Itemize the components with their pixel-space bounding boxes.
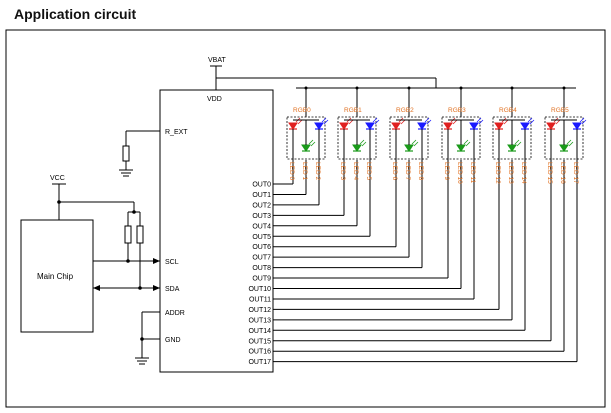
led-channel-label: LED 8 xyxy=(417,162,424,180)
led-channel-label: LED 1 xyxy=(301,162,308,180)
rgb-group-label: RGB1 xyxy=(344,107,362,114)
led-channel-label: LED 13 xyxy=(507,162,514,184)
green-led-icon xyxy=(507,139,522,152)
output-pin-label: OUT10 xyxy=(248,286,271,293)
output-pin-label: OUT0 xyxy=(252,182,271,189)
led-channel-label: LED 9 xyxy=(443,162,450,180)
rgb-led-group: RGB0 xyxy=(286,86,329,160)
rgb-group-label: RGB5 xyxy=(551,107,569,114)
led-channel-label: LED 11 xyxy=(469,162,476,184)
led-channel-label: LED 2 xyxy=(314,162,321,180)
rgb-group-label: RGB4 xyxy=(499,107,517,114)
rgb-group-label: RGB2 xyxy=(396,107,414,114)
output-pin-label: OUT5 xyxy=(252,234,271,241)
main-chip-label: Main Chip xyxy=(37,272,74,281)
output-pin-label: OUT3 xyxy=(252,213,271,220)
blue-led-icon xyxy=(365,117,380,130)
led-channel-label: LED 15 xyxy=(546,162,553,184)
addr-label: ADDR xyxy=(165,310,185,317)
sda-label: SDA xyxy=(165,286,180,293)
led-channel-label: LED 4 xyxy=(352,162,359,180)
rgb-group-label: RGB0 xyxy=(293,107,311,114)
gnd-label: GND xyxy=(165,337,181,344)
page-title: Application circuit xyxy=(14,6,137,22)
led-channel-label: LED 16 xyxy=(559,162,566,184)
rgb-led-group: RGB1 xyxy=(337,86,380,160)
output-pin-label: OUT16 xyxy=(248,349,271,356)
led-channel-label: LED 0 xyxy=(288,162,295,180)
output-pin-label: OUT15 xyxy=(248,338,271,345)
output-pin-label: OUT6 xyxy=(252,244,271,251)
led-channel-label: LED 17 xyxy=(572,162,579,184)
output-pin-label: OUT14 xyxy=(248,328,271,335)
led-channel-label: LED 3 xyxy=(339,162,346,180)
output-pin-label: OUT13 xyxy=(248,317,271,324)
green-led-icon xyxy=(456,139,471,152)
scl-label: SCL xyxy=(165,259,179,266)
led-channel-label: LED 14 xyxy=(520,162,527,184)
green-led-icon xyxy=(352,139,367,152)
led-channel-label: LED 10 xyxy=(456,162,463,184)
led-channel-label: LED 7 xyxy=(404,162,411,180)
output-pin-label: OUT1 xyxy=(252,192,271,199)
led-channel-label: LED 6 xyxy=(391,162,398,180)
vbat-label: VBAT xyxy=(208,57,226,64)
green-led-icon xyxy=(559,139,574,152)
rgb-led-group: RGB2 xyxy=(389,86,432,160)
vcc-label: VCC xyxy=(50,175,65,182)
green-led-icon xyxy=(301,139,316,152)
output-pin-label: OUT17 xyxy=(248,359,271,366)
output-pin-label: OUT4 xyxy=(252,223,271,230)
rgb-led-group: RGB4 xyxy=(492,86,535,160)
led-channel-label: LED 12 xyxy=(494,162,501,184)
outer-frame xyxy=(5,29,606,408)
output-pin-label: OUT9 xyxy=(252,276,271,283)
rgb-group-label: RGB3 xyxy=(448,107,466,114)
rgb-led-group: RGB5 xyxy=(544,86,587,160)
rext-label: R_EXT xyxy=(165,129,188,136)
output-pin-label: OUT7 xyxy=(252,255,271,262)
red-led-icon xyxy=(288,117,303,130)
main-chip xyxy=(20,219,94,333)
green-led-icon xyxy=(404,139,419,152)
output-pin-label: OUT11 xyxy=(249,296,271,303)
output-pin-label: OUT2 xyxy=(252,202,271,209)
vdd-label: VDD xyxy=(207,96,222,103)
rgb-led-group: RGB3 xyxy=(441,86,484,160)
output-pin-label: OUT12 xyxy=(248,307,271,314)
led-channel-label: LED 5 xyxy=(365,162,372,180)
output-pin-label: OUT8 xyxy=(252,265,271,272)
